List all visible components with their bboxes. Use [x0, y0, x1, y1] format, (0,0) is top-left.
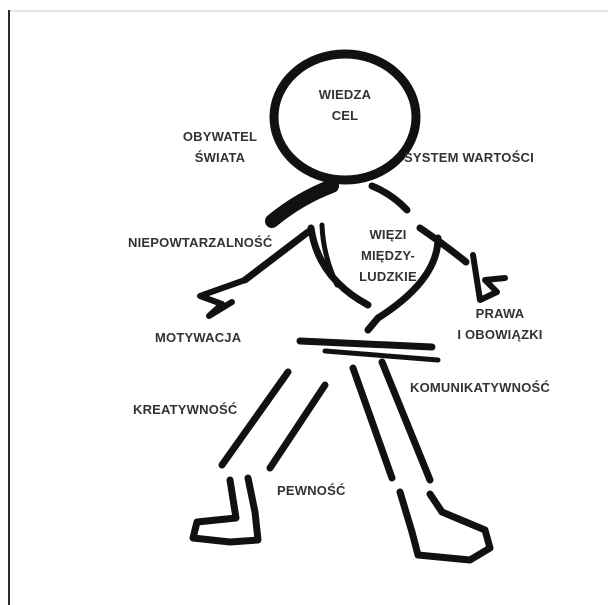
figure-right-foot — [396, 488, 494, 564]
figure-left-shoulder — [265, 179, 339, 228]
label-uniqueness: NIEPOWTARZALNOŚĆ — [128, 235, 273, 250]
figure-left-hand — [197, 277, 248, 319]
figure-left-leg-inner — [266, 381, 329, 472]
label-creativity: KREATYWNOŚĆ — [133, 402, 238, 417]
frame-top-border — [8, 10, 608, 12]
figure-head — [269, 49, 421, 185]
label-confidence: PEWNOŚĆ — [277, 483, 346, 498]
label-interpersonal-bonds: WIĘZI MIĘDZY- LUDZKIE — [359, 227, 417, 284]
figure-waist-line — [296, 337, 436, 351]
label-value-system: SYSTEM WARTOŚCI — [404, 150, 534, 165]
figure-left-leg-outer — [218, 368, 292, 469]
figure-right-shoulder — [368, 182, 411, 214]
label-communicativeness: KOMUNIKATYWNOŚĆ — [410, 380, 550, 395]
figure-right-leg-outer — [349, 364, 396, 482]
figure-torso-right — [364, 234, 442, 334]
figure-left-foot — [189, 474, 262, 546]
figure-torso-left — [307, 224, 372, 309]
frame-left-border — [8, 10, 10, 605]
figure-waist-line-2 — [322, 348, 441, 363]
figure-right-leg-inner — [378, 358, 434, 484]
figure-left-arm — [241, 228, 312, 284]
figure-torso-inner — [319, 222, 340, 288]
label-world-citizen: OBYWATEL ŚWIATA — [182, 129, 258, 165]
label-knowledge-goal: WIEDZA CEL — [318, 87, 372, 123]
figure-right-arm — [416, 224, 470, 266]
label-motivation: MOTYWACJA — [155, 330, 242, 345]
label-rights-duties: PRAWA I OBOWIĄZKI — [457, 306, 543, 342]
figure-right-hand — [470, 252, 508, 303]
